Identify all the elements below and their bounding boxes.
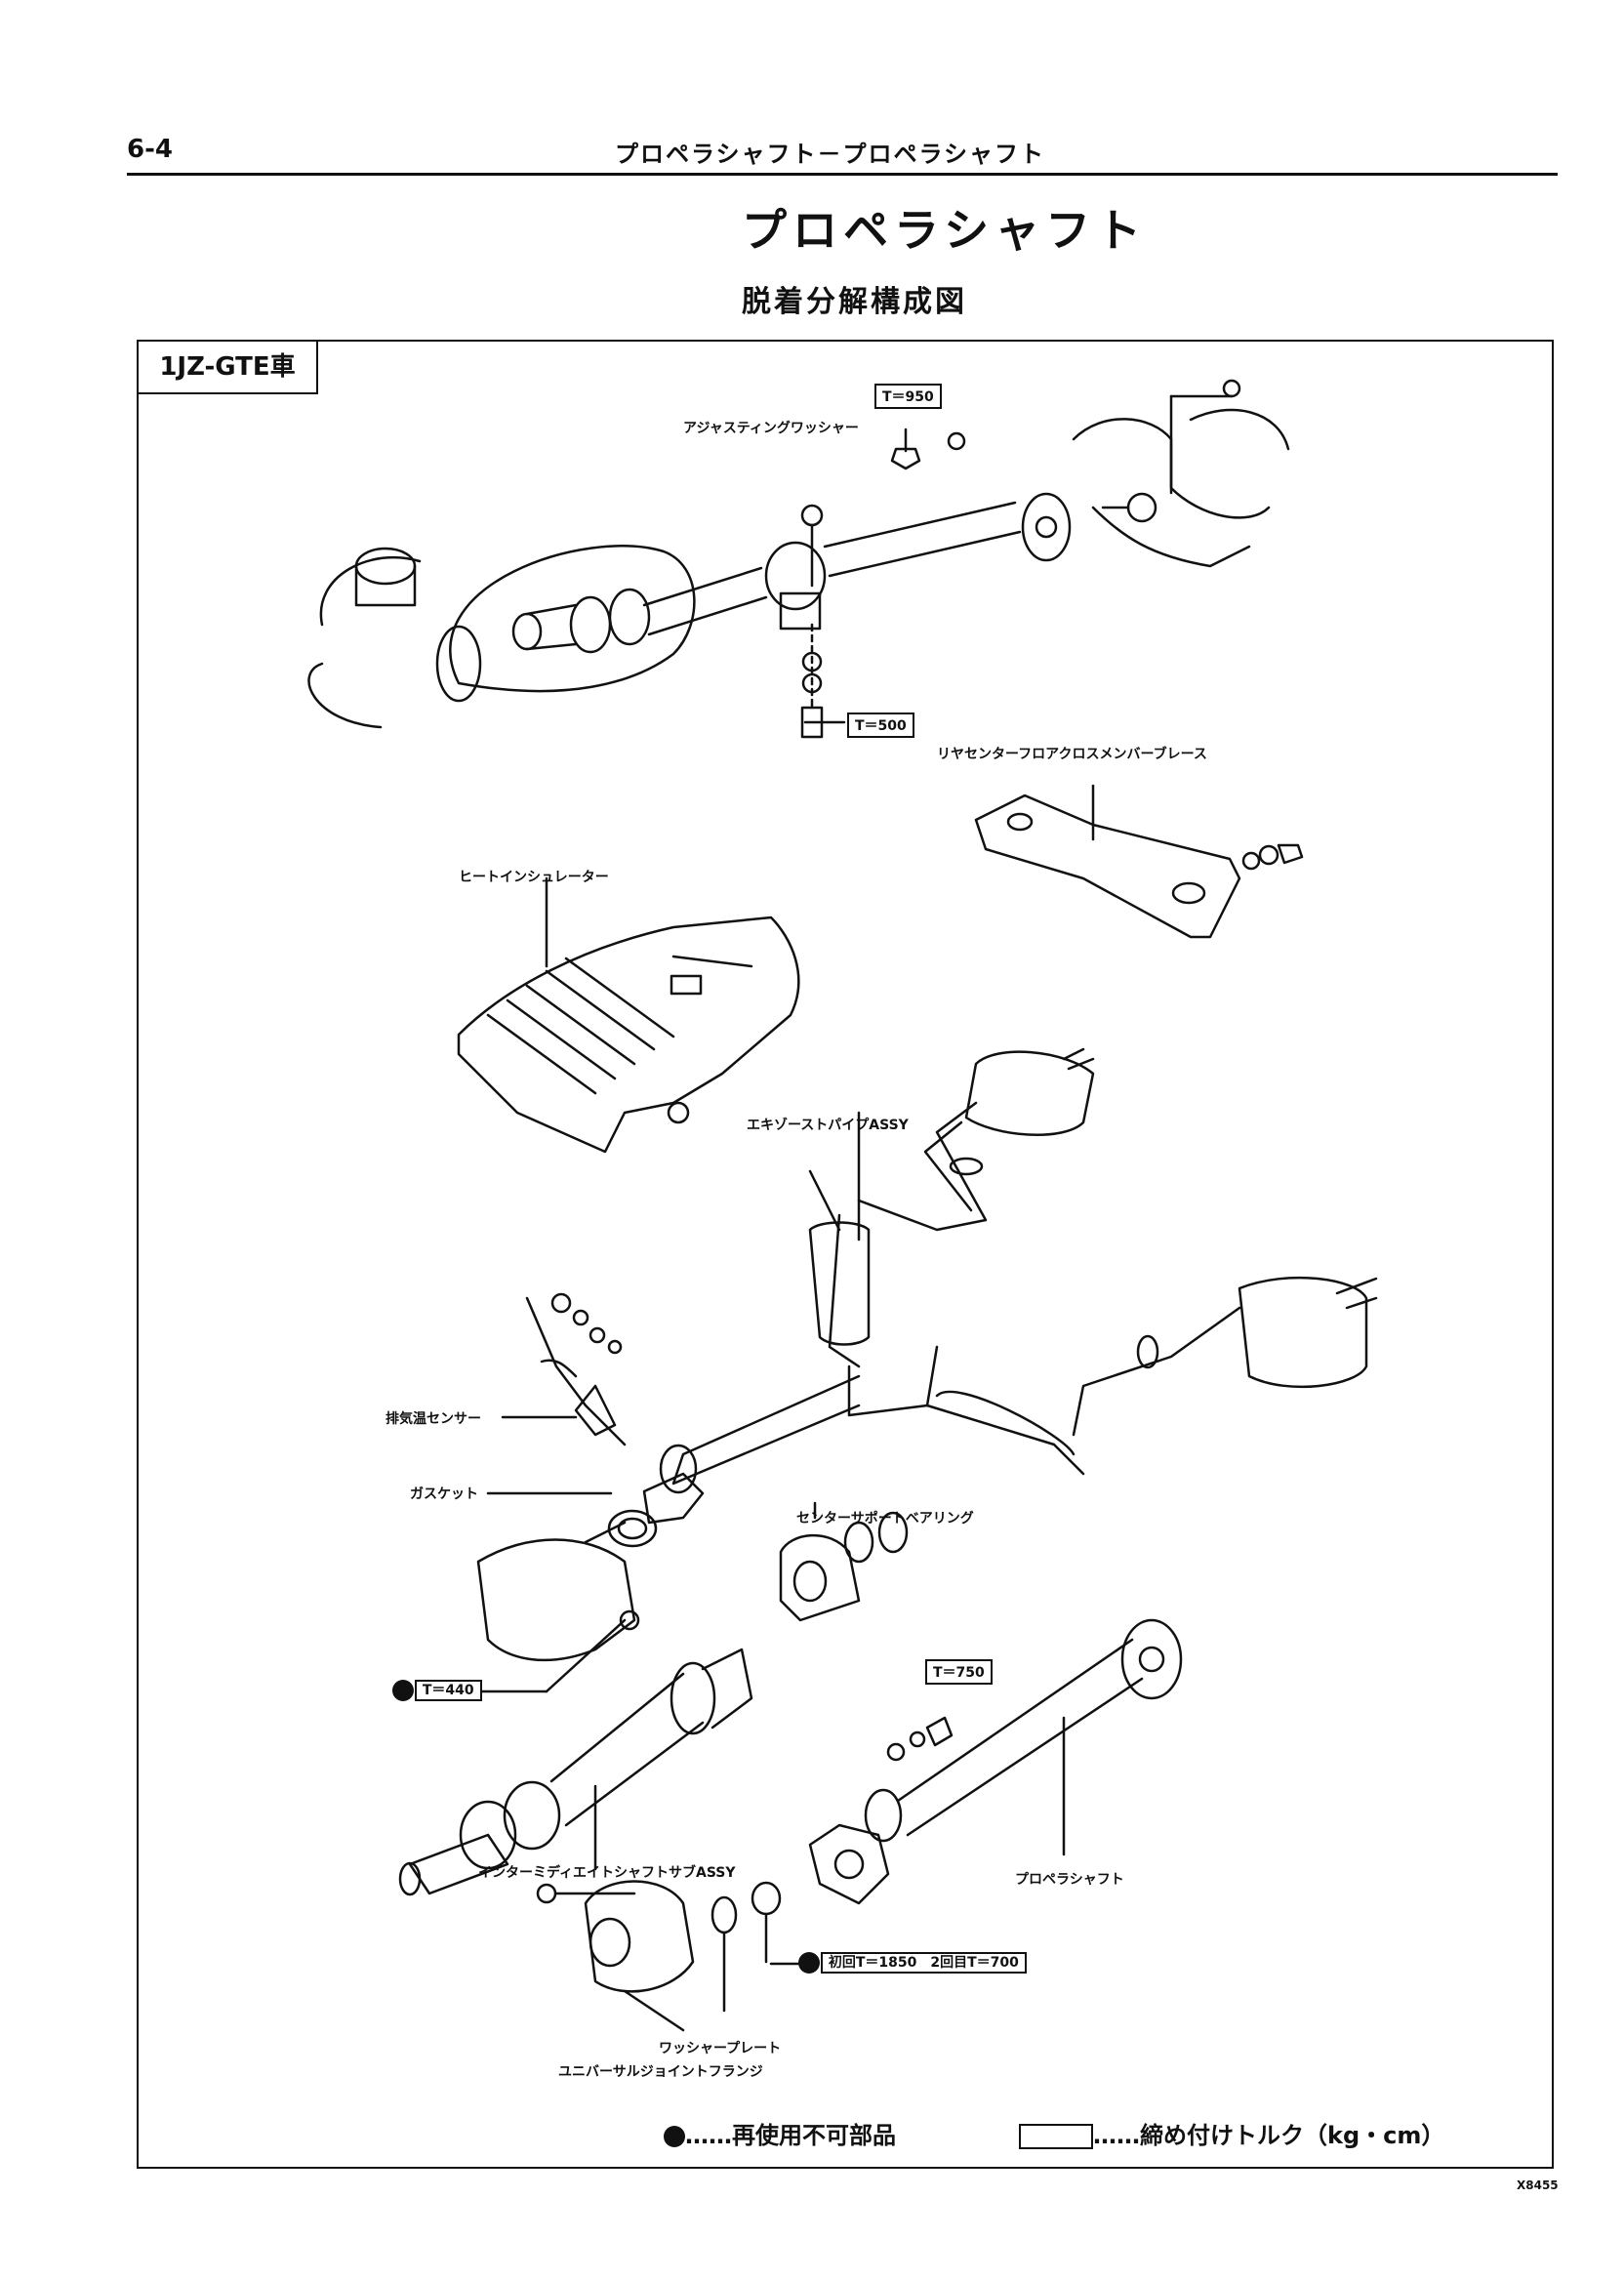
diagram-frame — [137, 340, 1554, 2169]
torque-t440-row: T＝440 — [392, 1680, 486, 1701]
gasket — [486, 1472, 705, 1548]
universal-joint-flange — [536, 1880, 695, 2032]
legend-dot — [664, 2126, 685, 2147]
label-center-support-bearing: センターサポートベアリング — [796, 1511, 974, 1527]
non-reusable-dot — [798, 1952, 820, 1974]
exhaust-temp-sensor — [501, 1292, 627, 1446]
leader-t440-b — [545, 1618, 627, 1693]
torque-t500: T＝500 — [847, 712, 914, 738]
heat-insulator — [457, 876, 800, 1154]
label-intermediate-shaft: インターミディエイトシャフトサブASSY — [478, 1865, 736, 1881]
rear-companion-bracket — [1072, 379, 1290, 568]
running-title: プロペラシャフト－プロペラシャフト — [615, 141, 1046, 168]
figure-code: X8455 — [1517, 2178, 1559, 2192]
torque-t1850-row: 初回T＝1850 2回目T＝700 — [798, 1952, 1031, 1974]
center-support-bearing — [779, 1501, 909, 1622]
intermediate-shaft — [398, 1648, 753, 1896]
rear-differential-housing — [307, 545, 696, 729]
label-exhaust-pipe: エキゾーストパイプASSY — [747, 1118, 909, 1133]
lock-nut — [751, 1881, 782, 1964]
label-propeller-shaft: プロペラシャフト — [1015, 1872, 1124, 1888]
torque-t750: T＝750 — [925, 1659, 993, 1685]
label-adjusting-washer: アジャスティングワッシャー — [683, 421, 859, 436]
exhaust-pipe — [659, 1047, 1378, 1494]
legend-non-reusable-text: ……再使用不可部品 — [685, 2122, 896, 2149]
catalytic-converter — [476, 1521, 640, 1662]
label-washer-plate: ワッシャープレート — [659, 2041, 782, 2056]
legend-non-reusable: ……再使用不可部品 — [664, 2116, 896, 2150]
legend-torque-text: ……締め付けトルク（kg・cm） — [1093, 2122, 1445, 2149]
torque-t950: T＝950 — [874, 384, 942, 409]
label-heat-insulator: ヒートインシュレーター — [459, 870, 609, 885]
page-number: 6-4 — [127, 135, 173, 164]
legend-torque: ……締め付けトルク（kg・cm） — [1019, 2116, 1444, 2150]
label-gasket: ガスケット — [410, 1486, 478, 1502]
torque-t440: T＝440 — [414, 1680, 482, 1701]
differential-flange — [354, 547, 482, 703]
floor-brace — [974, 784, 1304, 939]
label-rear-center-floor: リヤセンターフロアクロスメンバーブレース — [937, 747, 1207, 762]
torque-t1850-700: 初回T＝1850 2回目T＝700 — [820, 1952, 1027, 1974]
legend-box — [1019, 2124, 1093, 2149]
label-exhaust-temp-sensor: 排気温センサー — [386, 1411, 481, 1427]
page-title: プロペラシャフト — [742, 204, 1148, 257]
label-universal-joint-flange: ユニバーサルジョイントフランジ — [558, 2064, 763, 2080]
propeller-shaft-lower — [808, 1618, 1183, 1905]
header-rule — [127, 173, 1558, 176]
upper-propeller-shaft — [511, 492, 1072, 654]
non-reusable-dot — [392, 1680, 414, 1701]
vehicle-tag: 1JZ-GTE車 — [137, 340, 318, 394]
page-subtitle: 脱着分解構成図 — [742, 285, 967, 319]
center-bearing-top — [779, 504, 824, 739]
upper-bolt-t950 — [890, 428, 966, 470]
washer-plate — [710, 1895, 738, 2013]
